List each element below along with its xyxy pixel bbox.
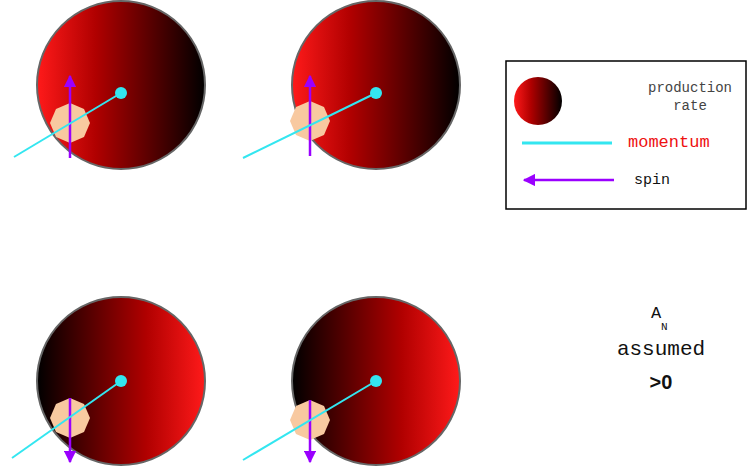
target-disc: [12, 297, 205, 465]
legend-sample-arrow: [524, 179, 614, 182]
legend-sample-line: [522, 142, 612, 145]
target-disc: [14, 1, 205, 169]
legend-text: momentum: [628, 132, 710, 154]
target-disc: [243, 1, 460, 169]
legend-box: [506, 61, 746, 209]
legend-sample-disc: [514, 77, 562, 125]
note-value: >0: [650, 369, 673, 395]
target-disc: [243, 297, 460, 465]
subscript-label: N: [661, 320, 668, 334]
note-text: assumed: [617, 336, 705, 363]
legend-text: spin: [634, 171, 670, 191]
symbol-label: A: [651, 303, 661, 325]
legend-text: production rate: [636, 79, 744, 115]
